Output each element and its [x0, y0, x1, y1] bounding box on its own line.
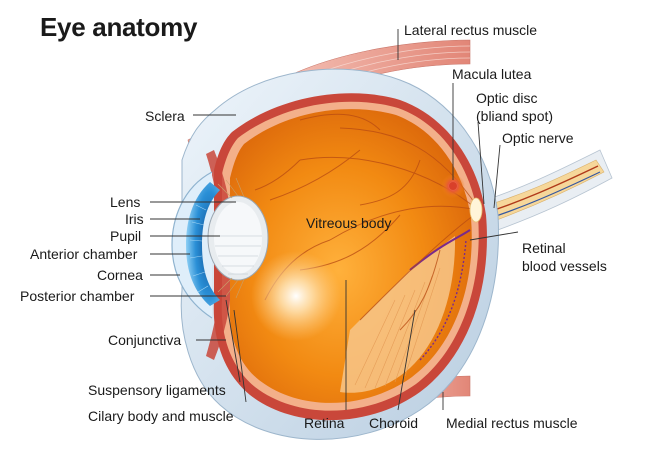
suspensory-ligaments-shape — [217, 177, 245, 299]
label-choroid: Choroid — [369, 415, 419, 431]
label-iris: Iris — [125, 211, 144, 227]
label-cornea: Cornea — [97, 267, 143, 283]
label-medial-rectus: Medial rectus muscle — [446, 415, 578, 431]
label-retinal-vessels: Retinal — [522, 240, 566, 256]
optic-disc-spot — [469, 197, 483, 223]
label-ciliary-body: Cilary body and muscle — [88, 408, 234, 424]
iris-shape — [186, 182, 220, 306]
label-macula-lutea: Macula lutea — [452, 66, 532, 82]
light-glow — [251, 251, 341, 341]
leader-lines — [150, 29, 519, 411]
label-lens: Lens — [110, 194, 141, 210]
label-optic-disc: Optic disc — [476, 90, 538, 106]
diagram-title: Eye anatomy — [40, 12, 198, 42]
label-conjunctiva: Conjunctiva — [108, 332, 182, 348]
label-optic-nerve: Optic nerve — [502, 130, 574, 146]
cutaway-wedge — [340, 236, 456, 393]
label-sclera: Sclera — [145, 108, 185, 124]
label-vitreous-body: Vitreous body — [306, 215, 392, 231]
label-suspensory-ligaments: Suspensory ligaments — [88, 382, 226, 398]
label-retina: Retina — [304, 415, 345, 431]
label-pupil: Pupil — [110, 228, 142, 244]
label-retinal-vessels-sub: blood vessels — [522, 258, 607, 274]
label-anterior-chamber: Anterior chamber — [30, 246, 138, 262]
label-lateral-rectus: Lateral rectus muscle — [404, 22, 538, 38]
label-posterior-chamber: Posterior chamber — [20, 288, 135, 304]
label-optic-disc-sub: (bliand spot) — [476, 108, 554, 124]
